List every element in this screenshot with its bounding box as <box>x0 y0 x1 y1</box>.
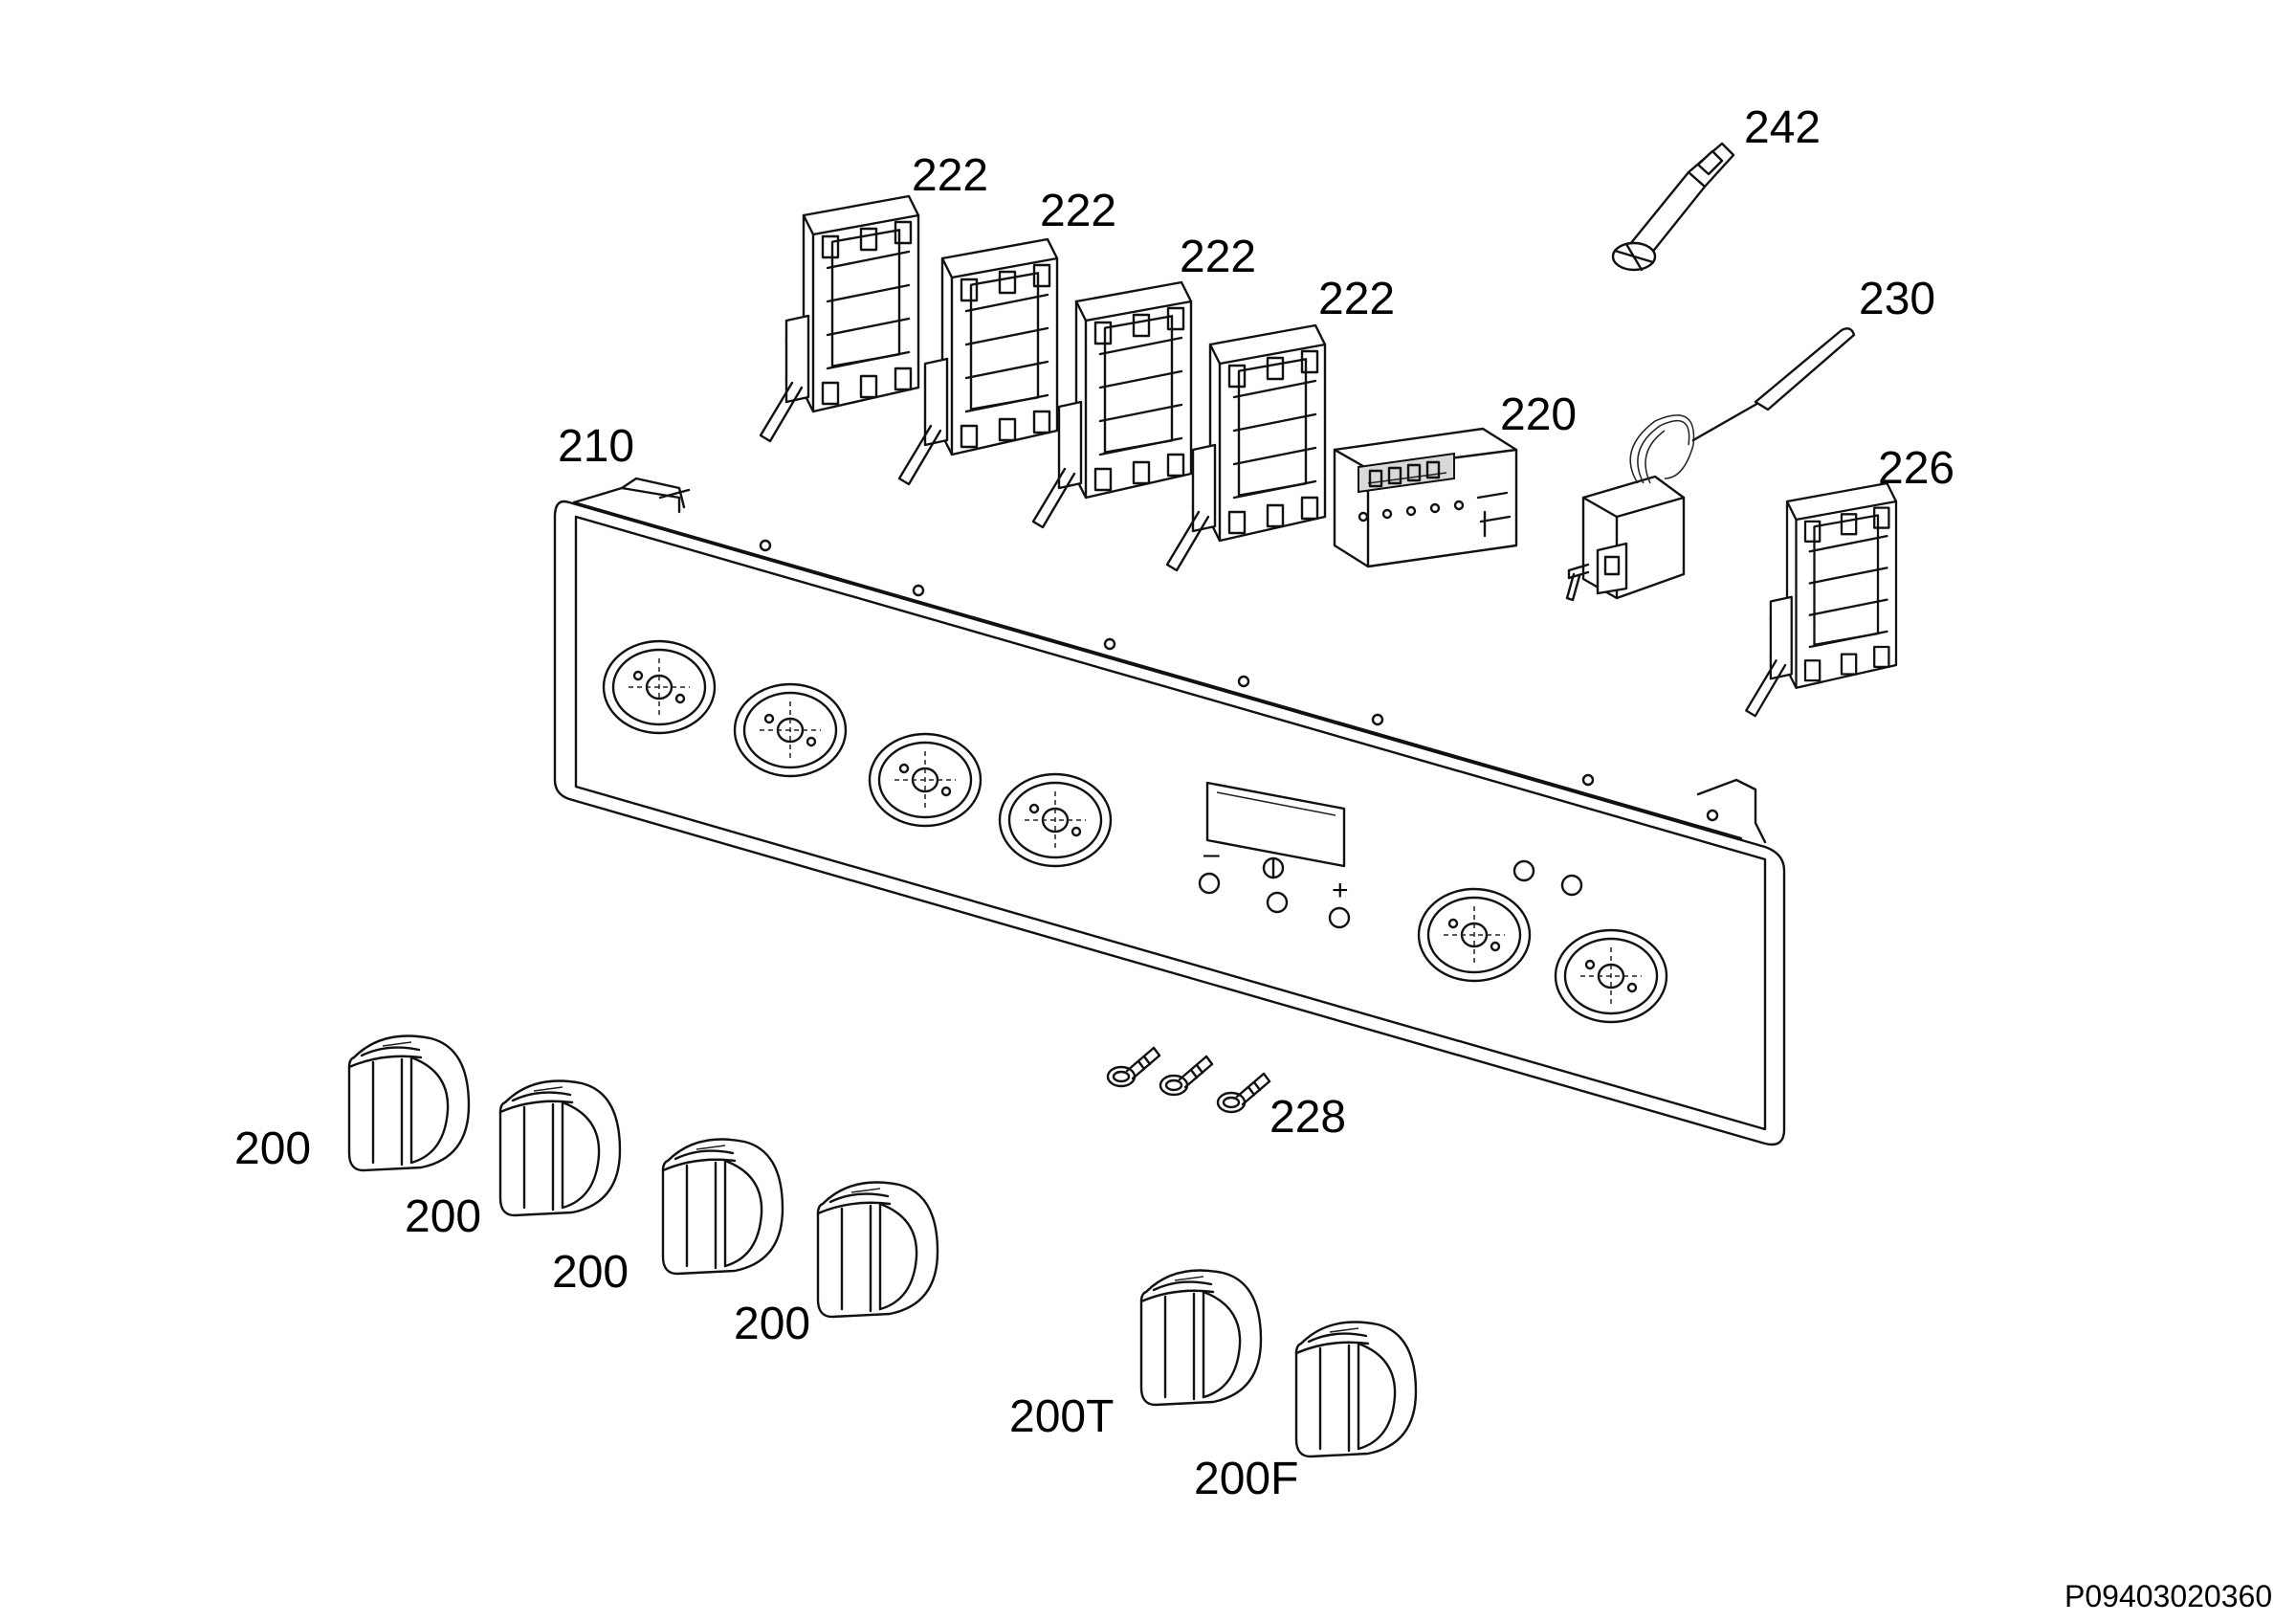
callout-switch-3: 222 <box>1180 232 1257 282</box>
electronic-timer <box>1333 427 1518 568</box>
thermostat <box>1565 327 1856 602</box>
rotary-switch-1 <box>759 194 920 443</box>
control-panel <box>553 477 1786 1146</box>
screw-1 <box>1106 1046 1161 1088</box>
callout-switch-2: 222 <box>1040 186 1117 236</box>
callout-knob-function: 200F <box>1194 1454 1299 1504</box>
plus-symbol: + <box>1332 875 1349 906</box>
screw-2 <box>1159 1055 1214 1097</box>
knob-function <box>1294 1321 1418 1458</box>
callout-knob-1: 200 <box>234 1123 312 1174</box>
callout-switch-1: 222 <box>912 150 989 201</box>
screw-3 <box>1216 1072 1271 1114</box>
knob-1 <box>347 1034 471 1172</box>
knob-3 <box>661 1138 784 1276</box>
document-id: P09403020360 <box>2064 1579 2273 1613</box>
callout-timer: 220 <box>1500 389 1578 440</box>
thermal-fuse <box>1611 142 1735 272</box>
rotary-switch-2 <box>897 237 1059 486</box>
knob-thermostat <box>1139 1269 1263 1407</box>
callout-thermostat: 230 <box>1859 274 1936 324</box>
callout-thermal-fuse: 242 <box>1744 102 1821 153</box>
callout-screws: 228 <box>1269 1092 1347 1143</box>
knob-4 <box>816 1181 939 1319</box>
minus-symbol: – <box>1203 838 1220 870</box>
callout-switch-4: 222 <box>1318 274 1396 324</box>
callout-knob-4: 200 <box>734 1299 811 1349</box>
callout-switch-5: 226 <box>1878 443 1955 494</box>
callout-panel: 210 <box>558 421 635 472</box>
callout-knob-2: 200 <box>405 1191 482 1242</box>
callout-knob-3: 200 <box>552 1247 629 1298</box>
knob-2 <box>498 1079 622 1217</box>
rotary-switch-5 <box>1745 481 1898 718</box>
callout-knob-thermostat: 200T <box>1009 1391 1115 1442</box>
